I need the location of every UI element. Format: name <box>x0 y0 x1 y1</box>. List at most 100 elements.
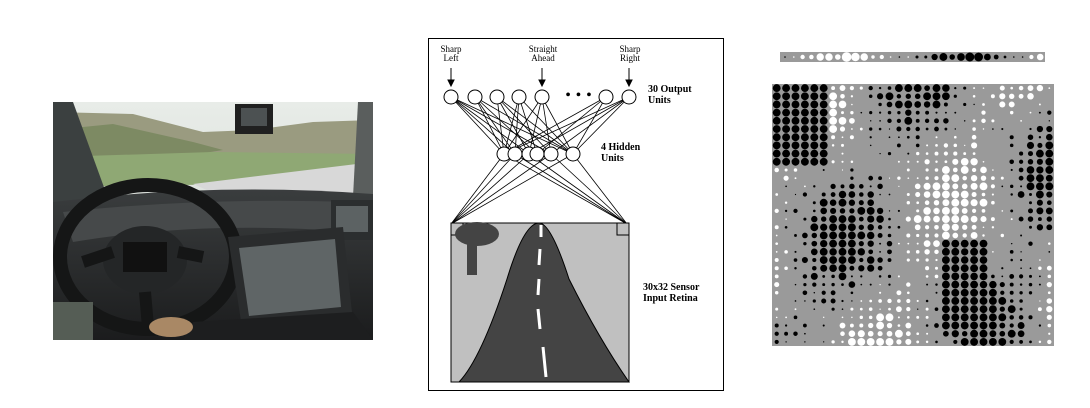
weight-dot <box>979 280 988 289</box>
weight-dot <box>970 158 978 166</box>
weight-dot <box>849 85 854 91</box>
weight-dot <box>1007 305 1016 314</box>
weight-dot <box>800 157 809 166</box>
weight-dot <box>831 135 836 140</box>
weight-dot <box>859 307 863 311</box>
weight-dot <box>923 215 931 223</box>
weight-dot <box>841 316 844 319</box>
weight-dot <box>1046 305 1053 313</box>
weight-dot <box>999 85 1005 91</box>
output-unit <box>489 89 505 105</box>
weight-dot <box>1036 199 1043 206</box>
weight-dot <box>1046 314 1052 320</box>
weight-dot <box>812 209 816 213</box>
weight-dot <box>1035 174 1044 183</box>
hidden-input-connections <box>450 153 628 225</box>
weight-dot <box>925 110 930 115</box>
weight-dot <box>784 324 788 327</box>
weight-dot <box>979 264 988 273</box>
weight-dot <box>879 308 881 310</box>
weight-dot <box>951 190 960 199</box>
weight-dot <box>878 275 882 278</box>
weight-dot <box>810 133 819 142</box>
weight-dot <box>829 223 838 232</box>
weight-dot <box>974 52 984 62</box>
weight-dot <box>896 118 902 123</box>
weight-dot <box>952 232 959 239</box>
weight-dot <box>973 87 976 90</box>
weight-dot <box>1019 283 1023 286</box>
weight-dot <box>782 141 791 150</box>
weight-dot <box>794 234 797 237</box>
weight-dot <box>898 136 900 139</box>
weight-dot <box>887 86 892 90</box>
weight-dot <box>1001 267 1004 270</box>
weight-dot <box>847 239 856 248</box>
weight-dot <box>931 53 938 61</box>
weight-dot <box>868 175 874 181</box>
weight-dot <box>1045 157 1054 166</box>
weight-dot <box>831 274 835 279</box>
weight-dot <box>963 102 967 107</box>
weight-dot <box>810 100 819 109</box>
weight-dot <box>1045 166 1054 174</box>
weight-dot <box>916 233 920 238</box>
weight-dot <box>774 274 779 279</box>
weight-dot <box>982 234 985 237</box>
weight-dot <box>954 128 957 130</box>
weight-dot <box>823 341 825 343</box>
weight-dot <box>906 250 910 254</box>
weight-dot <box>1046 200 1052 206</box>
weight-dot <box>933 207 940 215</box>
weight-dot <box>1028 241 1033 246</box>
hidden-unit <box>543 146 559 162</box>
weight-dot <box>830 183 836 189</box>
weight-dot <box>886 240 893 247</box>
weight-dot <box>1029 193 1032 197</box>
weight-dot <box>983 53 991 61</box>
hidden-unit <box>529 146 545 162</box>
weight-dot <box>784 209 788 213</box>
weight-dot <box>868 315 873 320</box>
weight-dot <box>841 160 844 163</box>
weight-dot <box>970 256 979 264</box>
weight-dot <box>860 283 863 286</box>
weight-dot <box>906 282 911 287</box>
weight-dot <box>988 288 997 297</box>
weight-dot <box>784 250 788 254</box>
weight-dot <box>848 191 856 198</box>
weight-dot <box>971 224 977 230</box>
weight-dot <box>941 256 950 264</box>
weight-dot <box>935 111 938 114</box>
weight-dot <box>772 141 781 150</box>
weight-dot <box>885 337 894 346</box>
weight-dot <box>888 136 891 139</box>
weight-dot <box>859 257 864 263</box>
weight-dot <box>991 226 995 229</box>
weight-dot <box>889 56 892 58</box>
weight-dot <box>800 84 809 93</box>
weight-dot <box>800 54 805 60</box>
weight-dot <box>1019 339 1024 344</box>
weight-dot <box>840 331 845 337</box>
weight-dot <box>841 52 852 62</box>
weight-dot <box>794 283 797 286</box>
weight-dot <box>887 298 892 304</box>
weight-dot <box>970 264 979 273</box>
weight-dot <box>774 225 779 230</box>
weight-dot <box>933 240 940 248</box>
weight-dot <box>915 135 920 140</box>
weight-dot <box>979 256 988 264</box>
weight-dot <box>915 126 920 132</box>
weight-dot <box>970 215 978 223</box>
weight-dot <box>825 53 833 61</box>
weight-dot <box>869 299 873 303</box>
weight-dot <box>793 331 798 336</box>
tree-icon <box>455 222 499 246</box>
weight-dot <box>804 185 806 188</box>
weight-dot <box>1028 282 1033 287</box>
weight-dot <box>829 125 838 133</box>
weight-dot <box>810 149 819 158</box>
weight-dot <box>812 201 816 205</box>
vehicle-interior-illustration <box>53 102 373 340</box>
